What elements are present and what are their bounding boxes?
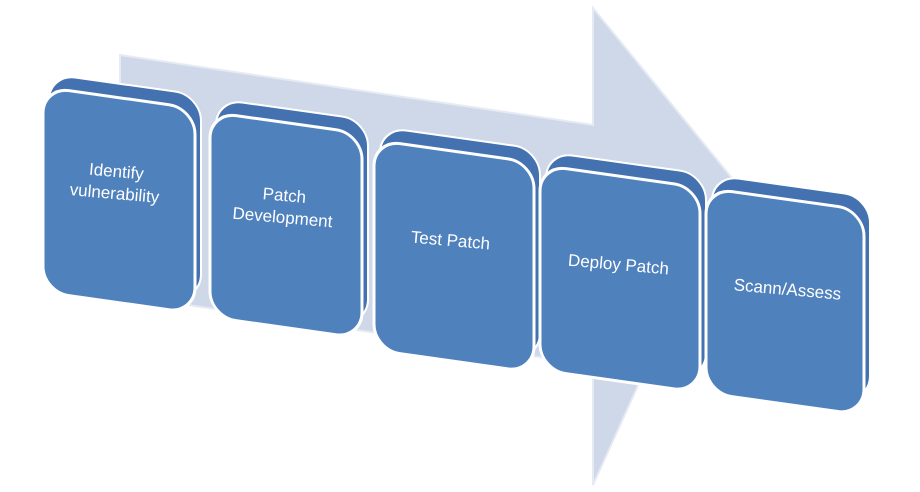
- step-box: [41, 76, 202, 312]
- step-box-face: [208, 113, 364, 337]
- step-box-face: [372, 141, 536, 371]
- step-box: [208, 101, 369, 337]
- step-box: [372, 129, 541, 371]
- step-box: [704, 177, 871, 414]
- step-box-face: [41, 88, 197, 312]
- step-box-face: [704, 189, 866, 414]
- step-box-face: [538, 166, 702, 391]
- step-box: [538, 154, 707, 391]
